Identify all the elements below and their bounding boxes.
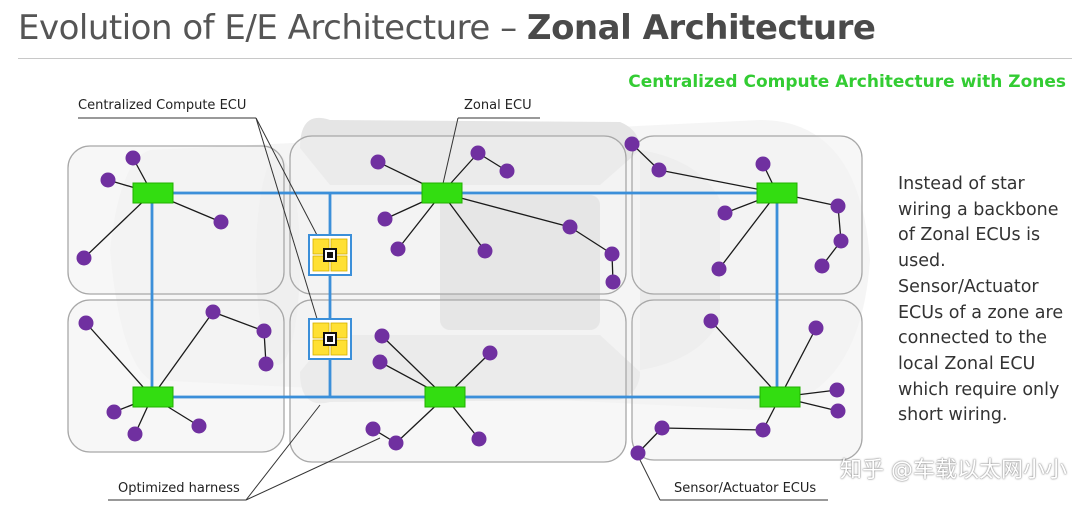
- description-line: which require only: [898, 379, 1060, 400]
- zone-front-left: [67, 145, 285, 295]
- zonal-ecu-front-left: [132, 182, 174, 204]
- description-line: local Zonal ECU: [898, 353, 1036, 374]
- zonal-ecu-rear-right: [759, 386, 801, 408]
- description-text: Instead of star wiring a backbone of Zon…: [898, 172, 1074, 429]
- chip-icon: [308, 234, 352, 276]
- zonal-ecu-front-right: [132, 386, 174, 408]
- zone-center-right: [289, 299, 627, 463]
- diagram-subtitle: Centralized Compute Architecture with Zo…: [628, 72, 1066, 92]
- description-line: ECUs of a zone are: [898, 302, 1064, 323]
- callout-sensor-ecus: Sensor/Actuator ECUs: [674, 481, 817, 496]
- watermark: 知乎 @车载以太网小小: [840, 458, 1067, 483]
- callout-leaders: [78, 117, 828, 501]
- callout-zonal-ecu: Zonal ECU: [464, 98, 532, 113]
- zonal-ecu-center-right: [424, 386, 466, 408]
- zone-front-right: [67, 299, 285, 453]
- chip-icon: [308, 318, 352, 360]
- callout-harness: Optimized harness: [118, 481, 240, 496]
- sensor-nodes: [76, 136, 849, 461]
- title-prefix: Evolution of E/E Architecture –: [18, 8, 527, 48]
- page-title: Evolution of E/E Architecture – Zonal Ar…: [18, 8, 876, 48]
- description-line: of Zonal ECUs is: [898, 225, 1041, 246]
- zonal-ecus: [132, 182, 801, 408]
- zonal-ecu-rear-left: [756, 182, 798, 204]
- title-bold: Zonal Architecture: [526, 8, 876, 48]
- title-divider: [18, 58, 1072, 59]
- description-line: wiring a backbone: [898, 199, 1059, 220]
- zone-rear-right: [631, 299, 863, 461]
- description-line: Sensor/Actuator: [898, 276, 1039, 297]
- callout-central-ecu: Centralized Compute ECU: [78, 98, 247, 113]
- zonal-ecu-center-left: [421, 182, 463, 204]
- description-line: used.: [898, 251, 946, 272]
- description-line: short wiring.: [898, 405, 1008, 426]
- description-line: connected to the: [898, 328, 1048, 349]
- description-line: Instead of star: [898, 174, 1025, 194]
